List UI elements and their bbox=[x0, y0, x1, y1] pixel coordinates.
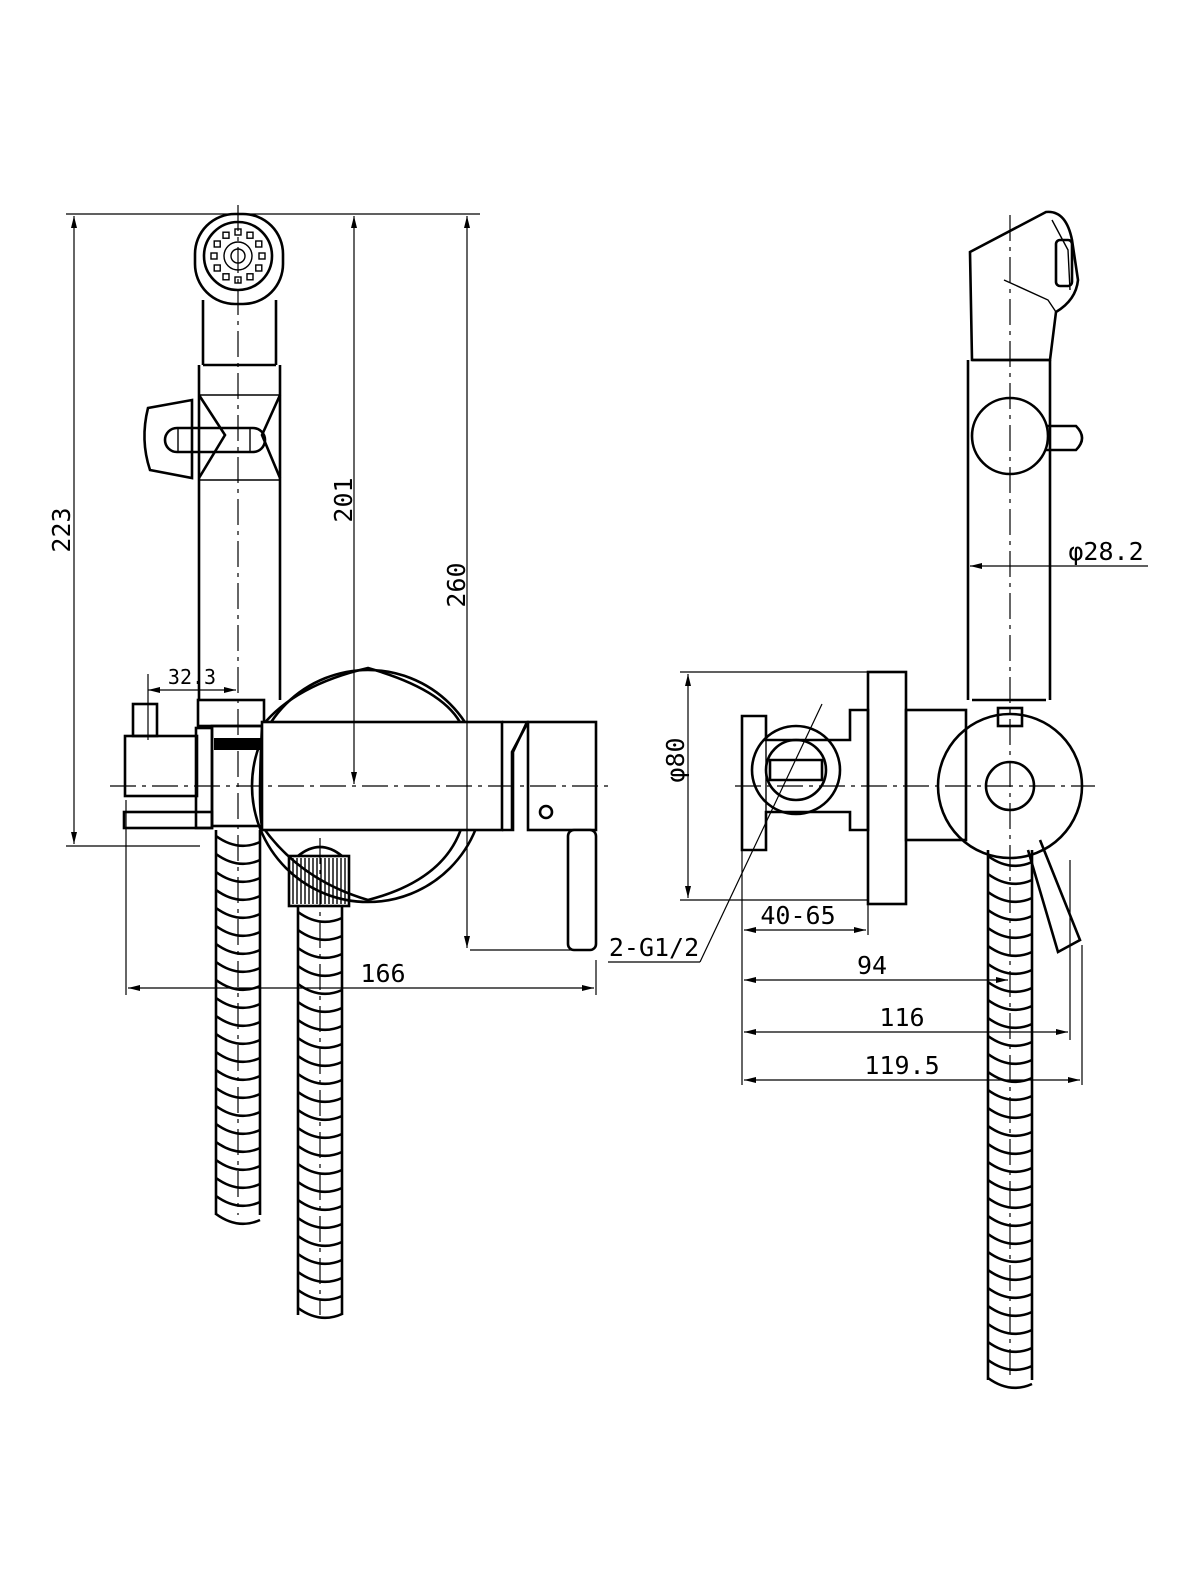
nozzle bbox=[255, 264, 263, 272]
dim-handset-diameter: φ28.2 bbox=[1068, 537, 1143, 566]
hose-coil bbox=[987, 872, 1033, 886]
wall-holder bbox=[122, 698, 266, 830]
handset-body bbox=[143, 300, 282, 700]
dim-depth-116: 116 bbox=[879, 1003, 924, 1032]
dim-total-height: 223 bbox=[47, 507, 76, 552]
front-dimensions: 223 201 260 32.3 166 bbox=[47, 213, 597, 995]
nozzle bbox=[258, 252, 266, 260]
hose-coil bbox=[215, 1212, 261, 1226]
hose-coil bbox=[987, 1250, 1033, 1264]
hose-coil bbox=[987, 944, 1033, 958]
hose-coil bbox=[297, 1288, 343, 1302]
hose-coil bbox=[987, 1322, 1033, 1336]
wall-flange-side bbox=[740, 708, 870, 852]
dim-thread-spec: 2-G1/2 bbox=[609, 933, 699, 962]
hose-coil bbox=[987, 998, 1033, 1012]
dim-overall-height: 260 bbox=[442, 562, 471, 607]
nozzle bbox=[210, 252, 218, 260]
hose-coil bbox=[987, 1376, 1033, 1390]
spray-nozzles bbox=[210, 228, 266, 284]
hose-coil bbox=[297, 1036, 343, 1050]
hose-coil bbox=[215, 1158, 261, 1172]
hose-coil bbox=[215, 852, 261, 866]
hose-coil bbox=[297, 910, 343, 924]
hose-coil bbox=[297, 1162, 343, 1176]
hose-coil bbox=[297, 1234, 343, 1248]
dim-total-width: 166 bbox=[360, 959, 405, 988]
side-dimensions: φ80 φ28.2 40-65 2-G1/2 94 116 119.5 bbox=[608, 537, 1148, 1085]
side-view: φ80 φ28.2 40-65 2-G1/2 94 116 119.5 bbox=[608, 210, 1148, 1390]
dim-depth-119-5: 119.5 bbox=[864, 1051, 939, 1080]
dim-flange-diameter: φ80 bbox=[661, 737, 690, 782]
hose-coil bbox=[215, 1104, 261, 1118]
front-view: 223 201 260 32.3 166 bbox=[47, 205, 608, 1320]
handset-side bbox=[966, 210, 1084, 702]
dim-depth-94: 94 bbox=[857, 951, 887, 980]
hose-coil bbox=[215, 906, 261, 920]
dim-handset-height: 201 bbox=[329, 477, 358, 522]
hose-coil bbox=[215, 1032, 261, 1046]
nozzle bbox=[255, 240, 263, 248]
nozzle bbox=[213, 240, 221, 248]
dim-holder-offset: 32.3 bbox=[168, 665, 216, 689]
hose-coil bbox=[297, 1306, 343, 1320]
nozzle bbox=[222, 273, 230, 281]
nozzle bbox=[246, 273, 254, 281]
holder-side bbox=[866, 670, 1084, 954]
nozzle bbox=[213, 264, 221, 272]
mixer-valve bbox=[250, 666, 598, 952]
nozzle bbox=[246, 231, 254, 239]
nozzle bbox=[222, 231, 230, 239]
spray-head bbox=[193, 212, 285, 306]
hose-coil bbox=[987, 1196, 1033, 1210]
hose-coil bbox=[987, 1124, 1033, 1138]
connector-ribs bbox=[292, 858, 346, 904]
hose-coil bbox=[297, 1108, 343, 1122]
dim-wall-depth: 40-65 bbox=[760, 901, 835, 930]
